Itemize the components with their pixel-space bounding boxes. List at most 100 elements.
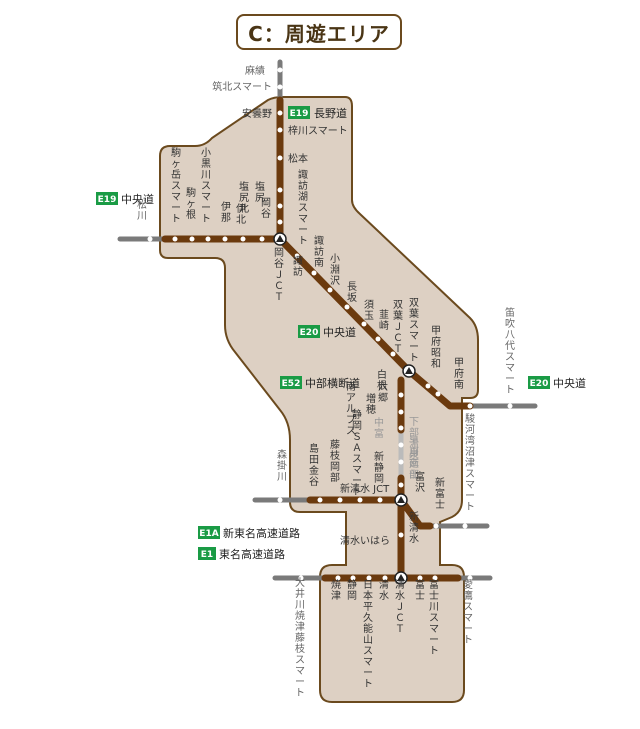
ic-azumino: 安曇野: [242, 107, 272, 120]
ic-shimadakanaya: 島田金谷: [309, 442, 319, 488]
ic-suruga: 駿河湾沼津スマート: [465, 412, 475, 513]
ic-tomizawa: 富沢: [415, 470, 425, 494]
ic-nirasaki: 韮崎: [379, 309, 389, 332]
svg-text:中央道: 中央道: [121, 192, 154, 206]
ic-dot: [277, 155, 283, 161]
ic-okayajct: 岡谷ＪＣＴ: [274, 247, 284, 303]
ic-dot: [398, 482, 404, 488]
ic-dot: [259, 236, 265, 242]
ic-dot: [317, 497, 323, 503]
ic-dot: [205, 236, 211, 242]
badge-e1a-shintomei: E1A 新東名高速道路: [198, 526, 300, 540]
badge-e19-nagano: E19 長野道: [288, 106, 347, 120]
ic-dot: [462, 523, 468, 529]
svg-text:E52: E52: [282, 379, 301, 389]
ic-dot: [147, 236, 153, 242]
ic-ina: 伊那: [221, 201, 231, 224]
ic-nagasaka: 長坂: [347, 281, 357, 304]
jct-okaya-icon: [276, 235, 284, 242]
ic-ashitaka: 愛鷹スマート: [463, 578, 473, 646]
ic-dot: [467, 403, 473, 409]
ic-yaizu: 焼津: [331, 579, 341, 602]
ic-shinshizuoka: 新静岡: [374, 450, 384, 485]
ic-fuji: 富士: [415, 578, 425, 602]
ic-dot: [277, 127, 283, 133]
svg-text:中央道: 中央道: [553, 376, 586, 390]
ic-rokugo: 六郷: [378, 381, 388, 404]
ic-oigawa: 大井川焼津藤枝スマート: [295, 576, 305, 699]
ic-matsukawa: 松川: [137, 198, 147, 222]
ic-dot: [382, 575, 388, 581]
svg-text:中央道: 中央道: [323, 325, 356, 339]
ic-suwaminami: 諏訪南: [314, 234, 324, 269]
ic-azusagawa: 梓川スマート: [288, 124, 348, 137]
ic-komagane: 駒ヶ根: [186, 187, 196, 221]
ic-dot: [390, 351, 396, 357]
jct-shinshimizu: 新清水 JCT: [340, 482, 390, 495]
badge-e20-chuo-west: E20 中央道: [298, 325, 356, 339]
ic-dot: [298, 575, 304, 581]
svg-text:E20: E20: [300, 328, 319, 338]
ic-shinshimizu: 新清水: [409, 510, 419, 545]
ic-inakita: 伊北: [236, 203, 246, 226]
ic-dot: [277, 497, 283, 503]
ic-fuefuki: 笛吹八代スマート: [505, 306, 515, 396]
ic-shinfuji: 新富士: [435, 476, 445, 511]
ic-dot: [277, 67, 283, 73]
badge-e52-chubu: E52 中部横断道: [280, 376, 360, 390]
ic-futabajct: 双葉ＪＣＴ: [393, 299, 403, 355]
ic-fujiedaokabe: 藤枝岡部: [330, 439, 340, 484]
ic-nakatomi: 中富: [374, 416, 384, 440]
ic-shimizu: 清水: [379, 578, 389, 602]
badge-e19-chuo: E19 中央道: [96, 192, 154, 206]
ic-shimizujct: 清水ＪＣＴ: [395, 578, 405, 635]
ic-dot: [222, 236, 228, 242]
road-chuo-east: [276, 235, 474, 410]
ic-minamialps: 南アルプス: [346, 380, 356, 437]
ic-kobukawa: 小黒川スマート: [201, 147, 211, 225]
ic-dot: [361, 321, 367, 327]
ic-masuho: 増穂: [366, 392, 376, 416]
ic-shizuokasa: 静岡ＳＡスマート: [352, 408, 362, 498]
ic-komagatake: 駒ヶ岳スマート: [171, 147, 181, 225]
svg-text:E19: E19: [98, 195, 117, 205]
ic-dot: [189, 236, 195, 242]
ic-suwako: 諏訪湖スマート: [298, 168, 308, 247]
ic-asami: 麻績: [245, 64, 265, 77]
ic-dot: [294, 253, 300, 259]
ic-dot: [277, 219, 283, 225]
jct-shinshimizu-icon: [397, 496, 405, 503]
ic-dot: [277, 110, 283, 116]
road-shintomei-east: [397, 496, 434, 530]
ic-fujikawa: 富士川スマート: [429, 578, 439, 657]
ic-shimobeonsen: 下部温泉: [409, 417, 419, 461]
jct-futaba-icon: [405, 367, 413, 374]
ic-dot: [335, 575, 341, 581]
ic-dot: [277, 187, 283, 193]
ic-dot: [398, 532, 404, 538]
ic-shizuoka: 静岡: [347, 578, 357, 602]
ic-okaya: 岡谷: [261, 197, 271, 220]
svg-text:東名高速道路: 東名高速道路: [219, 547, 285, 561]
ic-chikuhoku: 筑北スマート: [212, 80, 272, 93]
svg-text:新東名高速道路: 新東名高速道路: [223, 526, 300, 540]
svg-text:E1A: E1A: [199, 529, 218, 539]
ic-dot: [327, 287, 333, 293]
ic-hayakawa: 早川: [409, 435, 419, 458]
ic-dot: [172, 236, 178, 242]
ic-shiojirikita: 塩尻北: [239, 180, 249, 215]
ic-suwa: 諏訪: [293, 254, 303, 278]
ic-dot: [240, 236, 246, 242]
ic-kobuchisawa: 小淵沢: [330, 253, 340, 287]
ic-dot: [357, 497, 363, 503]
ic-shiojiri: 塩尻: [255, 180, 265, 204]
ic-dot: [277, 84, 283, 90]
svg-text:中部横断道: 中部横断道: [305, 376, 360, 390]
svg-text:E19: E19: [290, 109, 309, 119]
ic-matsumoto: 松本: [288, 152, 308, 165]
ic-dot: [337, 497, 343, 503]
ic-futabasmart: 双葉スマート: [409, 297, 419, 364]
map-title: C：周遊エリア: [236, 14, 402, 50]
ic-dot: [467, 575, 473, 581]
